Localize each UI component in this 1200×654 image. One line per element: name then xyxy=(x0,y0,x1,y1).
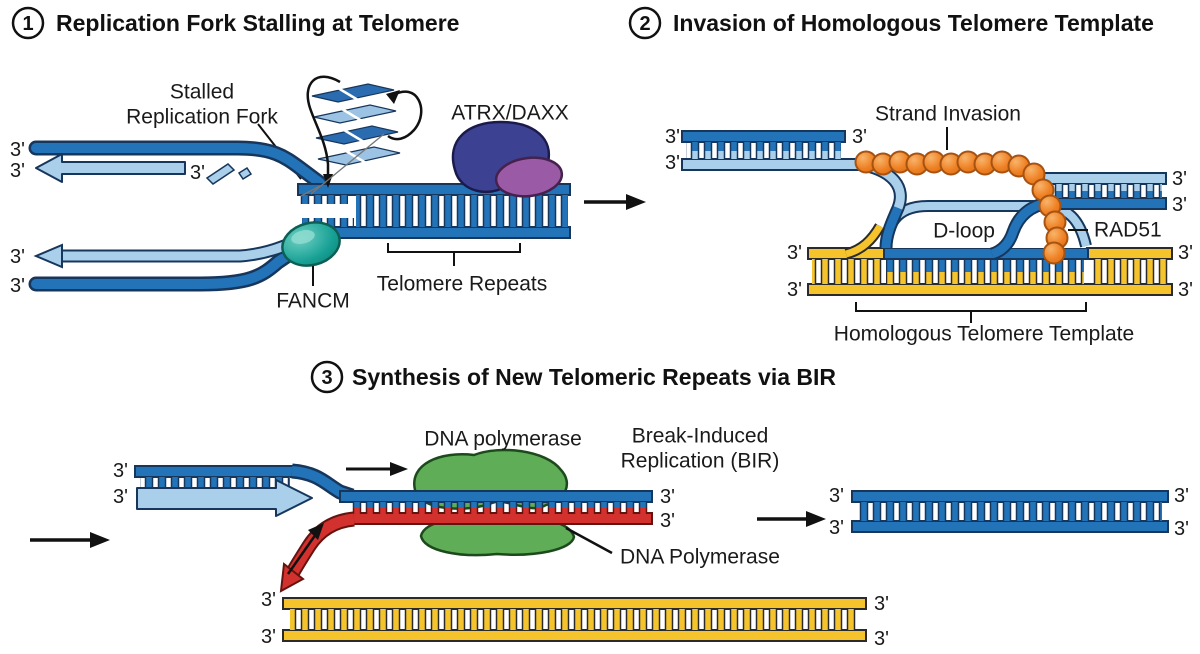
prime-end-label: 3' xyxy=(787,242,802,264)
panel-title: Replication Fork Stalling at Telomere xyxy=(56,10,459,36)
step-number-circle xyxy=(11,6,45,40)
homologous-template-bracket xyxy=(855,302,1087,312)
atrx-daxx-label: ATRX/DAXX xyxy=(451,102,568,125)
telomere-duplex-left xyxy=(134,463,355,517)
prime-end-label: 3' xyxy=(852,126,867,148)
leading-strand-arrow xyxy=(35,153,186,183)
template-switch-arrow xyxy=(286,523,324,575)
base-pair-rungs xyxy=(356,195,568,227)
prime-end-label: 3' xyxy=(1174,485,1189,507)
prime-end-label: 3' xyxy=(660,486,675,508)
prime-end-label: 3' xyxy=(10,246,25,268)
stalled-fork-label: Replication Fork xyxy=(126,106,278,129)
prime-end-label: 3' xyxy=(1172,168,1187,190)
unpaired-bases-bottom xyxy=(302,218,354,227)
dna-polymerase-top-label: DNA polymerase xyxy=(424,428,582,451)
sister-telomere-duplex xyxy=(1043,172,1167,210)
nascent-strand-arrow xyxy=(136,479,313,517)
invading-strand-base-pairs xyxy=(886,259,1084,272)
prime-end-label: 3' xyxy=(829,517,844,539)
prime-end-label: 3' xyxy=(829,485,844,507)
homologous-template-label: Homologous Telomere Template xyxy=(834,323,1134,346)
daxx-blob xyxy=(494,156,564,198)
lagging-strand-template xyxy=(28,223,332,292)
unpaired-bases-top xyxy=(300,195,348,204)
prime-end-label: 3' xyxy=(190,162,205,184)
prime-end-label: 3' xyxy=(787,279,802,301)
telomere-repeats-bracket xyxy=(387,243,521,253)
prime-end-label: 3' xyxy=(1178,242,1193,264)
okazaki-fragment xyxy=(205,163,236,185)
step-number-circle xyxy=(628,6,662,40)
new-red-strand xyxy=(351,512,653,525)
prime-end-label: 3' xyxy=(10,139,25,161)
panel-3: 3 Synthesis of New Telomeric Repeats via… xyxy=(30,360,1189,650)
fancm-label: FANCM xyxy=(276,290,350,313)
dna-polymerase-pointer-line xyxy=(565,526,613,555)
rad51-filament xyxy=(854,150,1069,265)
step-arrow-1-2 xyxy=(584,194,646,210)
panel-1: 1 Replication Fork Stalling at Telomere … xyxy=(10,6,571,313)
dna-polymerase-bottom-label: DNA Polymerase xyxy=(620,546,780,569)
prime-end-label: 3' xyxy=(660,510,675,532)
prime-end-label: 3' xyxy=(10,275,25,297)
prime-end-label: 3' xyxy=(665,152,680,174)
rad51-label: RAD51 xyxy=(1094,219,1162,242)
step-number: 1 xyxy=(22,13,33,35)
panel-title: Synthesis of New Telomeric Repeats via B… xyxy=(352,364,836,390)
step-arrow-into-3 xyxy=(30,532,110,548)
step-number-circle xyxy=(310,360,344,394)
telomere-repeats-label: Telomere Repeats xyxy=(377,273,547,296)
okazaki-fragment xyxy=(237,166,253,181)
homologous-template-duplex-bottom xyxy=(282,597,867,642)
extended-telomere-duplex xyxy=(681,130,861,171)
extended-telomere-product-duplex xyxy=(851,490,1169,533)
panel-title: Invasion of Homologous Telomere Template xyxy=(673,10,1154,36)
panel-2: 2 Invasion of Homologous Telomere Templa… xyxy=(628,6,1193,346)
step-arrow-to-product xyxy=(757,511,826,527)
prime-end-label: 3' xyxy=(874,628,889,650)
right-duplex-strand-extension xyxy=(989,196,1050,261)
prime-end-label: 3' xyxy=(113,460,128,482)
homologous-template-duplex xyxy=(807,247,1173,296)
prime-end-label: 3' xyxy=(10,160,25,182)
bir-label: Break-Induced xyxy=(632,425,769,448)
strand-invasion-label: Strand Invasion xyxy=(875,103,1021,126)
bir-duplex xyxy=(339,490,653,525)
prime-end-label: 3' xyxy=(113,486,128,508)
g-quadruplex-pointer-line xyxy=(310,133,385,195)
template-strand-crossing xyxy=(844,223,885,260)
step-number: 2 xyxy=(639,13,650,35)
rad51-bead xyxy=(1042,241,1066,265)
prime-end-label: 3' xyxy=(1172,194,1187,216)
step-number: 3 xyxy=(321,367,332,389)
g-quadruplex-icon xyxy=(306,75,423,188)
prime-end-label: 3' xyxy=(261,626,276,648)
prime-end-label: 3' xyxy=(874,593,889,615)
bir-label: Replication (BIR) xyxy=(621,450,780,473)
leading-strand-template xyxy=(28,140,328,191)
synthesis-direction-arrow xyxy=(346,462,408,476)
fancm-highlight xyxy=(291,230,315,244)
g-quadruplex-pointer-line xyxy=(300,185,321,197)
prime-end-label: 3' xyxy=(1178,279,1193,301)
prime-end-label: 3' xyxy=(1174,518,1189,540)
prime-end-label: 3' xyxy=(261,589,276,611)
d-loop-label: D-loop xyxy=(933,220,995,243)
prime-end-label: 3' xyxy=(665,126,680,148)
stalled-fork-label: Stalled xyxy=(170,81,234,104)
